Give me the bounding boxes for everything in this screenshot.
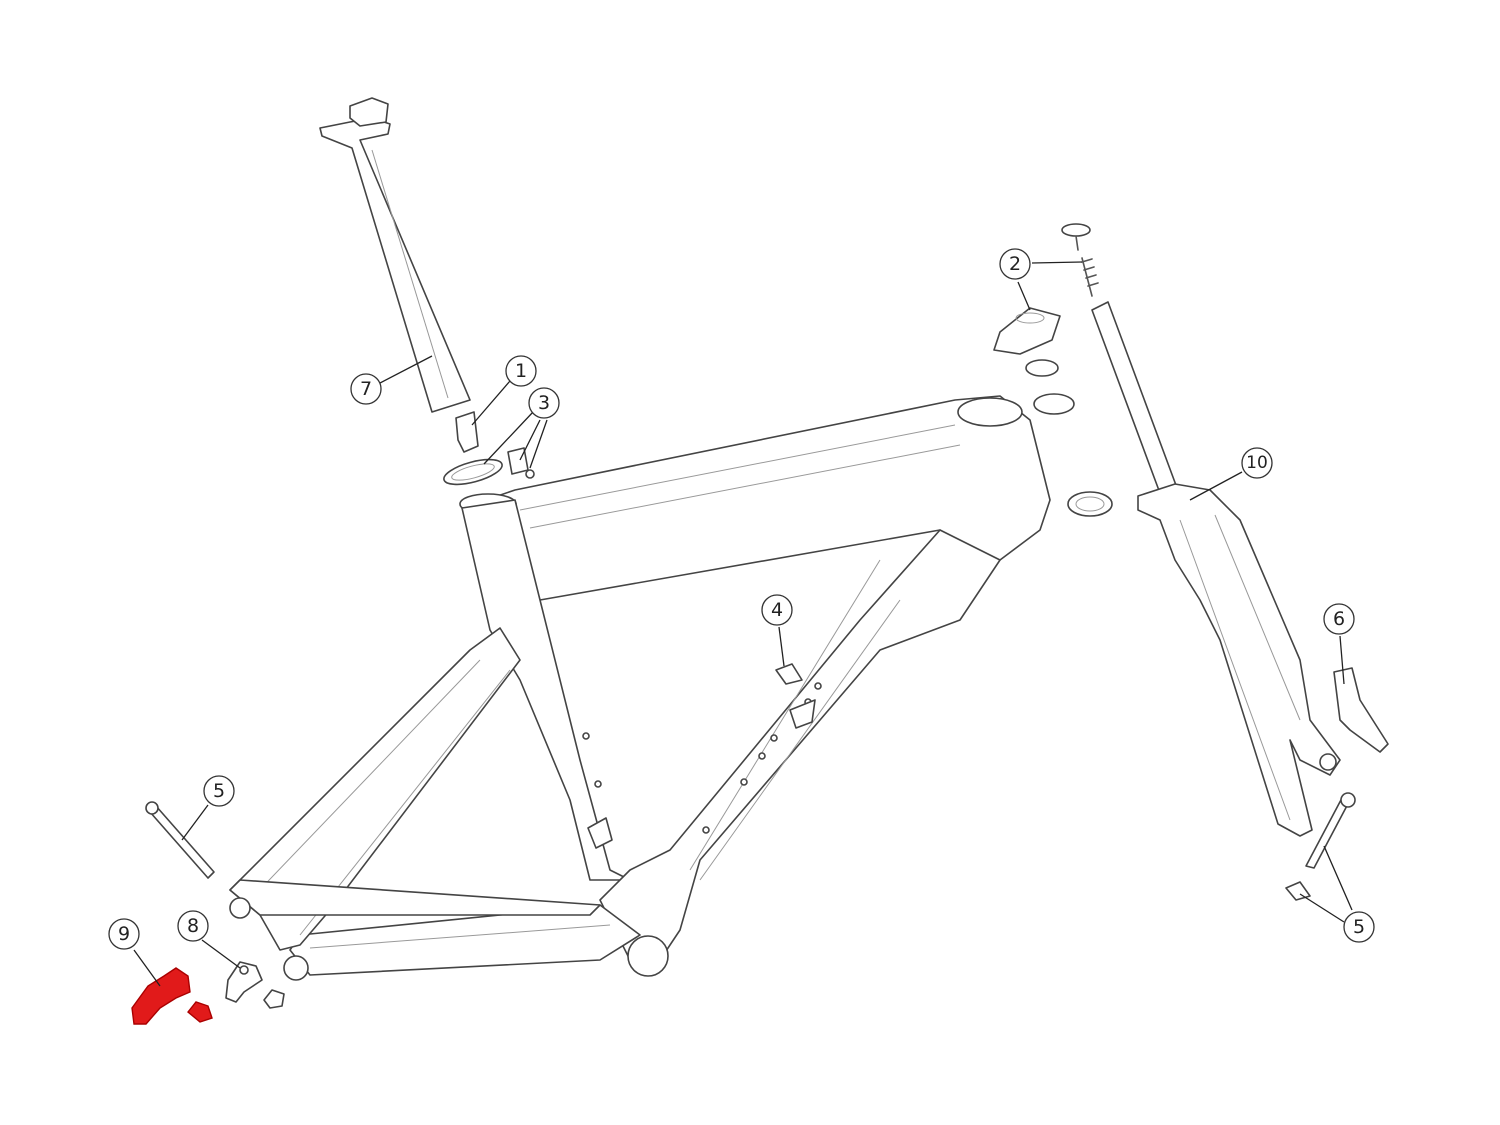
fork-guard (1333, 667, 1389, 753)
derailleur-hanger (225, 961, 285, 1009)
svg-text:3: 3 (538, 392, 550, 414)
fork (1091, 301, 1341, 837)
seat-clamp (443, 447, 535, 486)
svg-text:5: 5 (1353, 916, 1365, 938)
seatpost (319, 97, 471, 413)
callout-9: 9 (108, 918, 140, 950)
callout-1: 1 (505, 355, 537, 387)
svg-text:6: 6 (1333, 608, 1345, 630)
svg-text:9: 9 (118, 923, 130, 945)
front-axle (1285, 792, 1356, 901)
leader-lines (133, 261, 1353, 987)
callout-8: 8 (177, 910, 209, 942)
svg-text:10: 10 (1246, 453, 1268, 473)
seatpost-wedge (455, 411, 479, 453)
svg-text:2: 2 (1009, 253, 1021, 275)
svg-text:7: 7 (360, 378, 372, 400)
callout-10: 10 (1241, 447, 1273, 479)
callout-7: 7 (350, 373, 382, 405)
callout-4: 4 (761, 594, 793, 626)
callout-5-rear: 5 (203, 775, 235, 807)
svg-text:8: 8 (187, 915, 199, 937)
callout-2: 2 (999, 248, 1031, 280)
svg-text:1: 1 (515, 360, 527, 382)
svg-text:4: 4 (771, 599, 783, 621)
cable-guide (775, 663, 803, 685)
rear-axle (145, 801, 215, 879)
headset-parts (993, 223, 1113, 517)
callout-5-front: 5 (1343, 911, 1375, 943)
highlighted-dropout (131, 967, 213, 1025)
frame (229, 395, 1051, 981)
callout-6: 6 (1323, 603, 1355, 635)
svg-text:5: 5 (213, 780, 225, 802)
callout-3: 3 (528, 387, 560, 419)
